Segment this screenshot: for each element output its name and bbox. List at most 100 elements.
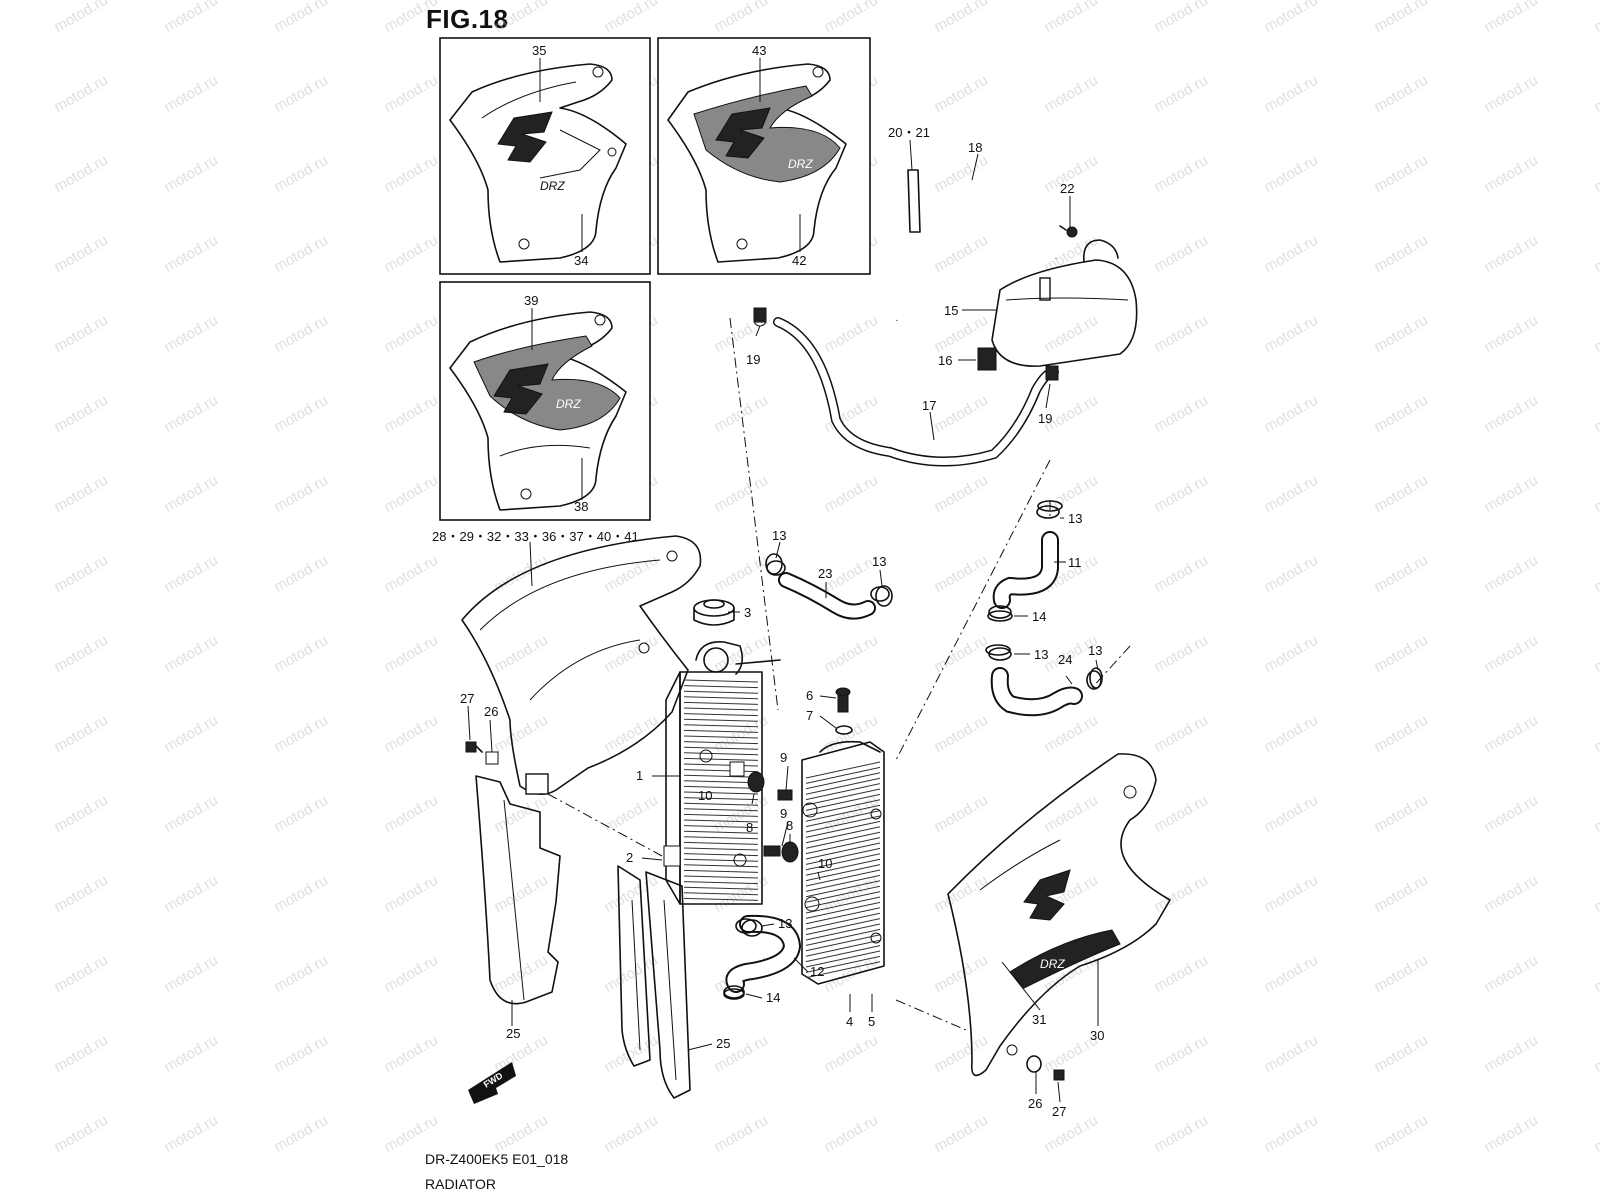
logo-text-2: DRZ — [788, 157, 813, 171]
watermark-text: motod.ru — [161, 552, 221, 596]
watermark-text: motod.ru — [381, 392, 441, 436]
watermark-text: motod.ru — [1261, 72, 1321, 116]
watermark-text: motod.ru — [271, 312, 331, 356]
inset-box-top-right: DRZ — [657, 37, 871, 275]
watermark-text: motod.ru — [1371, 792, 1431, 836]
label-6: 6 — [806, 688, 813, 703]
watermark-text: motod.ru — [51, 152, 111, 196]
fin-line — [805, 820, 881, 838]
watermark-text: motod.ru — [1151, 1112, 1211, 1156]
watermark-text: motod.ru — [1371, 872, 1431, 916]
watermark-text: motod.ru — [491, 1032, 551, 1076]
watermark-text: motod.ru — [1371, 152, 1431, 196]
watermark-text: motod.ru — [1151, 152, 1211, 196]
watermark-text: motod.ru — [601, 1032, 661, 1076]
fin-line — [805, 810, 881, 828]
watermark-text: motod.ru — [1151, 312, 1211, 356]
watermark-text: motod.ru — [1481, 632, 1541, 676]
watermark-text: motod.ru — [161, 472, 221, 516]
hose-11 — [988, 505, 1060, 619]
watermark-text: motod.ru — [1261, 792, 1321, 836]
watermark-text: motod.ru — [271, 712, 331, 756]
radiator-shroud-left — [461, 535, 702, 795]
label-13-a: 13 — [772, 528, 786, 543]
fin-line — [805, 874, 881, 892]
fin-line — [683, 836, 759, 840]
watermark-text: motod.ru — [1041, 312, 1101, 356]
label-26-right: 26 — [1028, 1096, 1042, 1111]
label-42: 42 — [792, 253, 806, 268]
watermark-text: motod.ru — [1591, 1112, 1600, 1156]
label-9-b: 9 — [780, 806, 787, 821]
watermark-text: motod.ru — [711, 552, 771, 596]
radiator-guard-right — [617, 865, 691, 1099]
fin-line — [805, 761, 881, 779]
label-1: 1 — [636, 768, 643, 783]
fin-line — [683, 735, 759, 739]
fin-line — [683, 853, 759, 857]
fin-line — [683, 791, 759, 795]
label-20-21: 20・21 — [888, 125, 930, 140]
fin-line — [683, 696, 759, 700]
watermark-text: motod.ru — [0, 1032, 1, 1076]
watermark-text: motod.ru — [711, 1112, 771, 1156]
fin-line — [805, 928, 881, 946]
fin-line — [683, 769, 759, 773]
label-10-b: 10 — [818, 856, 832, 871]
watermark-text: motod.ru — [381, 552, 441, 596]
watermark-text: motod.ru — [161, 952, 221, 996]
watermark-text: motod.ru — [601, 712, 661, 756]
radiator-left — [663, 641, 781, 905]
watermark-text: motod.ru — [931, 0, 991, 36]
watermark-text: motod.ru — [0, 72, 1, 116]
label-13-d: 13 — [1034, 647, 1048, 662]
watermark-text: motod.ru — [1151, 0, 1211, 36]
fin-line — [805, 939, 881, 957]
fin-line — [805, 912, 881, 930]
fin-line — [683, 724, 759, 728]
label-group-28: 28・29・32・33・36・37・40・41 — [432, 529, 639, 544]
watermark-text: motod.ru — [1261, 392, 1321, 436]
label-3: 3 — [744, 605, 751, 620]
watermark-text: motod.ru — [821, 712, 881, 756]
watermark-text: motod.ru — [381, 952, 441, 996]
watermark-text: motod.ru — [381, 312, 441, 356]
gasket-7 — [835, 725, 853, 735]
watermark-text: motod.ru — [271, 632, 331, 676]
radiator-right-fins — [805, 761, 881, 979]
fin-line — [805, 891, 881, 909]
watermark-text: motod.ru — [821, 312, 881, 356]
label-34: 34 — [574, 253, 588, 268]
watermark-text: motod.ru — [271, 872, 331, 916]
collar-26-right — [1026, 1055, 1042, 1073]
fin-line — [805, 793, 881, 811]
label-17: 17 — [922, 398, 936, 413]
hose-12 — [723, 914, 802, 999]
watermark-text: motod.ru — [1591, 952, 1600, 996]
radiator-left-fins — [683, 679, 759, 901]
fin-line — [683, 685, 759, 689]
fin-line — [683, 875, 759, 879]
fin-line — [805, 918, 881, 936]
fin-line — [683, 892, 759, 896]
watermark-text: motod.ru — [51, 872, 111, 916]
watermark-text: motod.ru — [1041, 72, 1101, 116]
fin-line — [683, 847, 759, 851]
inset-box-top-left: DRZ — [439, 37, 651, 275]
watermark-text: motod.ru — [1261, 232, 1321, 276]
watermark-text: motod.ru — [1041, 1112, 1101, 1156]
bolt-27-right — [1053, 1069, 1065, 1081]
watermark-text: motod.ru — [1041, 792, 1101, 836]
watermark-text: motod.ru — [1481, 552, 1541, 596]
watermark-text: motod.ru — [1261, 152, 1321, 196]
watermark-text: motod.ru — [271, 552, 331, 596]
watermark-text: motod.ru — [51, 232, 111, 276]
label-13-c: 13 — [1068, 511, 1082, 526]
watermark-text: motod.ru — [931, 632, 991, 676]
bolt-22 — [1059, 225, 1078, 238]
watermark-text: motod.ru — [1481, 72, 1541, 116]
label-9-a: 9 — [780, 750, 787, 765]
watermark-text: motod.ru — [271, 152, 331, 196]
watermark-text: motod.ru — [1151, 392, 1211, 436]
watermark-text: motod.ru — [161, 1112, 221, 1156]
